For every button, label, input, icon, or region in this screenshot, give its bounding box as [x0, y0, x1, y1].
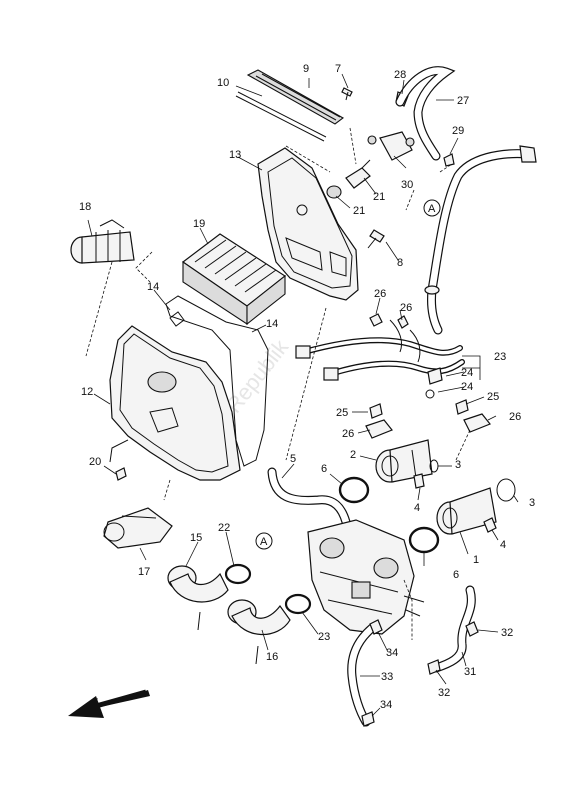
- callout-3-b: 3: [529, 497, 535, 509]
- part-17-air-filter: [181, 233, 287, 326]
- part-11-screw-mid: [367, 229, 385, 249]
- callout-32-a: 32: [501, 627, 513, 639]
- callout-23-b: 24: [461, 381, 473, 393]
- assembly-guide-lines: [85, 127, 471, 640]
- callout-1: 1: [473, 554, 479, 566]
- part-4-screws: [413, 473, 497, 533]
- callout-6-b: 6: [453, 569, 459, 581]
- callout-21-a: 22: [218, 522, 230, 534]
- callout-23-a: 24: [461, 367, 473, 379]
- callout-12: 9: [303, 63, 309, 75]
- part-15-funnel: [103, 507, 173, 549]
- callout-4-a: 4: [414, 502, 420, 514]
- callout-4-b: 4: [500, 539, 506, 551]
- part-22-harness: [295, 319, 465, 381]
- callout-14-b: 16: [266, 651, 278, 663]
- part-hose-main: [424, 145, 537, 335]
- callout-32-b: 32: [438, 687, 450, 699]
- part-24-25-fittings-right: [455, 399, 491, 433]
- callout-3-a: 3: [455, 459, 461, 471]
- part-16-intake-funnel: [70, 219, 135, 264]
- part-7-airbox-case: [109, 325, 241, 481]
- part-31-hose: [431, 585, 476, 673]
- callout-16: 18: [79, 201, 91, 213]
- connector-mark-a-upper: A: [423, 199, 441, 217]
- callout-34-b: 34: [380, 699, 392, 711]
- callout-18: 20: [89, 456, 101, 468]
- part-21-clamps: [224, 563, 312, 615]
- callout-2: 2: [350, 449, 356, 461]
- part-23-fittings: [425, 367, 443, 399]
- part-26-bolts: [369, 313, 409, 329]
- callout-11-mid: 8: [397, 257, 403, 269]
- callout-11-top: 7: [335, 63, 341, 75]
- callout-22: 23: [494, 351, 506, 363]
- part-34-clips: [361, 619, 383, 727]
- part-8-airbox-cover: [257, 147, 359, 301]
- callout-8: 13: [229, 149, 241, 161]
- callout-15: 17: [138, 566, 150, 578]
- leader-lines: [87, 73, 519, 717]
- part-33-hose: [347, 623, 377, 727]
- part-14-joints: [167, 565, 291, 665]
- callout-28: 28: [394, 69, 406, 81]
- callout-labels: 9 10 7 28 27 29 30 13 21 21 8 18 19 14 1…: [79, 63, 535, 711]
- callout-9: 14: [147, 281, 159, 293]
- part-20-sensor: [326, 185, 342, 199]
- direction-arrow-icon: [68, 689, 150, 718]
- callout-24-a: 25: [336, 407, 348, 419]
- callout-25-a: 26: [342, 428, 354, 440]
- part-10-gasket: [165, 295, 269, 467]
- callout-21-b: 23: [318, 631, 330, 643]
- callout-7: 12: [81, 386, 93, 398]
- callout-6-a: 6: [321, 463, 327, 475]
- callout-13: 10: [217, 77, 229, 89]
- callout-19: 21: [373, 191, 385, 203]
- callout-24-b: 25: [487, 391, 499, 403]
- callout-20: 21: [353, 205, 365, 217]
- callout-17: 19: [193, 218, 205, 230]
- part-18-bolt: [115, 467, 127, 481]
- part-11-screw-top: [341, 87, 353, 101]
- part-12-intake-duct: [246, 69, 345, 125]
- part-5-hose: [267, 467, 351, 527]
- part-32-clips: [427, 621, 479, 675]
- callout-5: 5: [290, 453, 296, 465]
- callout-29: 29: [452, 125, 464, 137]
- callout-14-a: 15: [190, 532, 202, 544]
- part-27-hose: [395, 66, 456, 161]
- connector-mark-a-lower: A: [255, 532, 273, 550]
- connector-label: A: [260, 536, 268, 548]
- part-9-clip: [169, 311, 185, 327]
- callout-25-b: 26: [509, 411, 521, 423]
- callout-26-a: 26: [374, 288, 386, 300]
- connector-label: A: [428, 203, 436, 215]
- callout-30: 30: [401, 179, 413, 191]
- callout-27: 27: [457, 95, 469, 107]
- callout-26-b: 26: [400, 302, 412, 314]
- part-13-seal: [235, 91, 327, 142]
- part-19-sensor: [345, 159, 371, 189]
- part-2-intake-joint: [375, 439, 433, 483]
- part-29-clamp: [443, 153, 455, 167]
- throttle-body-assembly: [307, 519, 425, 635]
- callout-34-a: 34: [386, 647, 398, 659]
- part-24-25-fittings-left: [365, 403, 393, 439]
- callout-10: 14: [266, 318, 278, 330]
- callout-31: 31: [464, 666, 476, 678]
- part-1-intake-joint: [436, 487, 497, 535]
- part-30-valve: [367, 131, 415, 161]
- callout-33: 33: [381, 671, 393, 683]
